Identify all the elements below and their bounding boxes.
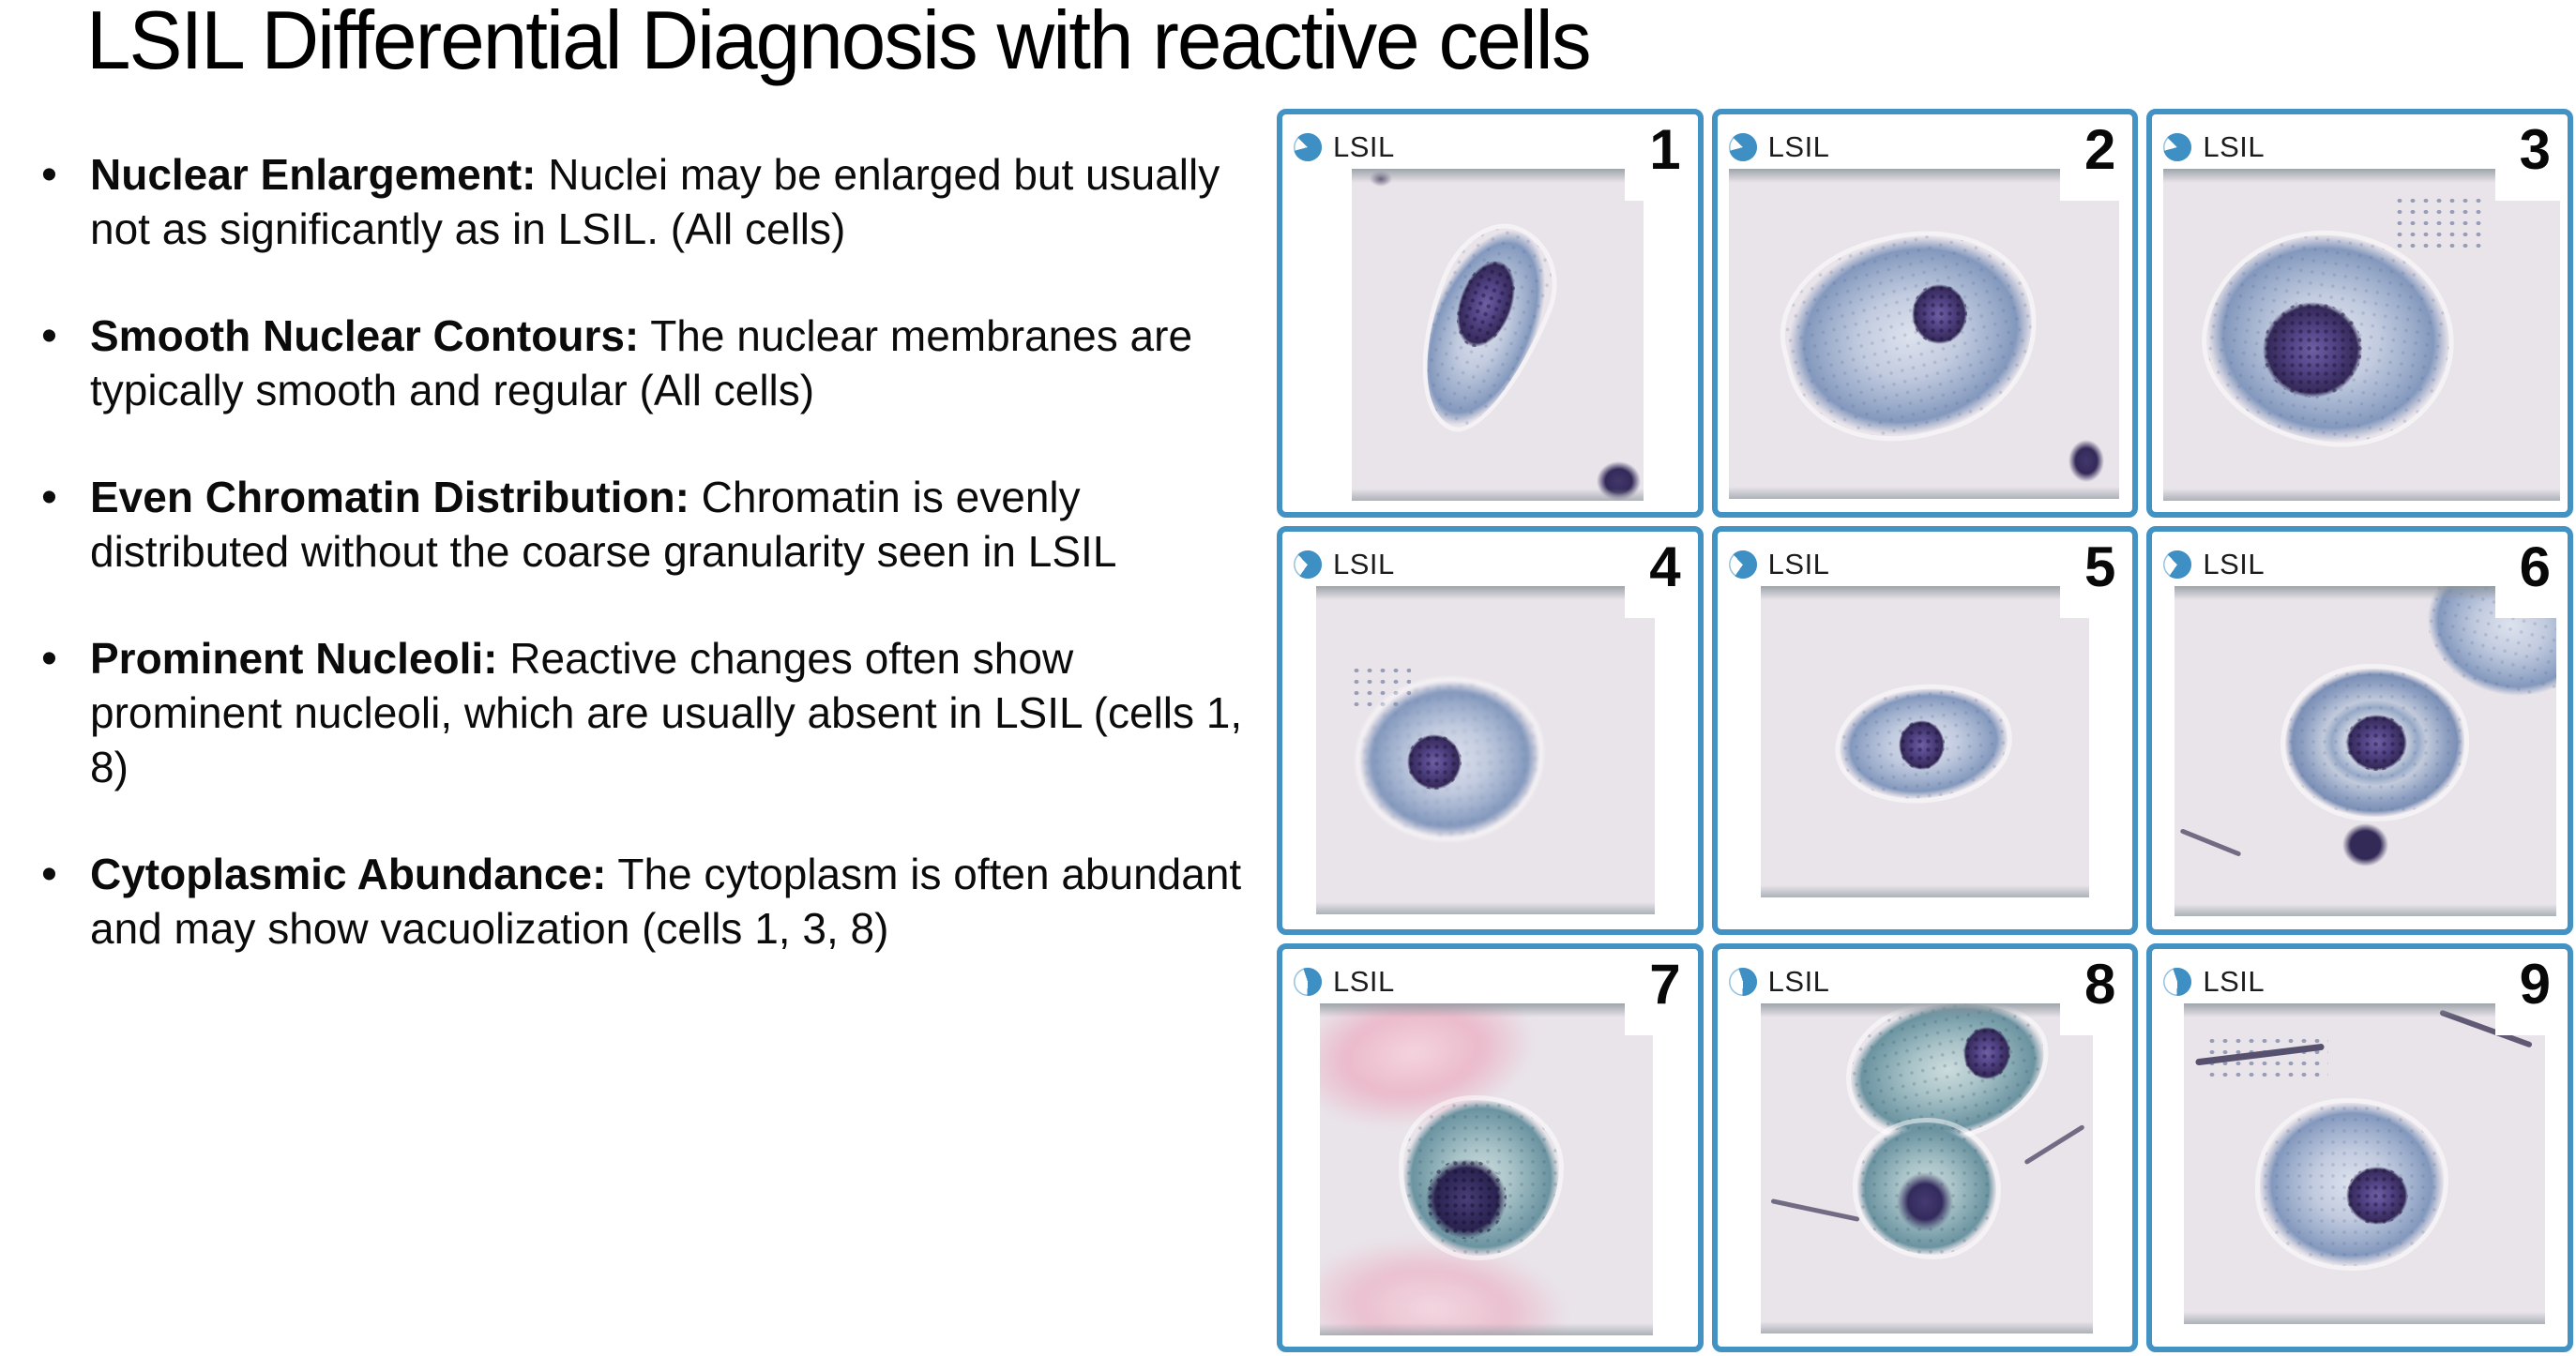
pie-chart-icon [2163,968,2192,996]
lsil-tile-8: LSIL 8 [1711,943,2139,1352]
micrograph-image [1320,1003,1653,1335]
lsil-tile-7: LSIL 7 [1277,943,1704,1352]
pie-chart-icon [2163,133,2192,161]
tile-number: 7 [1625,951,1690,1035]
pie-chart-icon [1728,133,1757,161]
tile-header: LSIL [1282,949,1698,1007]
micrograph-image [2174,586,2556,916]
pie-chart-icon [2163,550,2192,579]
tile-label: LSIL [2203,965,2265,998]
tile-label: LSIL [1333,548,1395,580]
lsil-tile-2: LSIL 2 [1711,109,2139,518]
tile-number: 3 [2494,116,2560,201]
tile-label: LSIL [2203,130,2265,163]
tile-number: 2 [2059,116,2126,201]
tile-header: LSIL [1282,114,1698,173]
debris-speck [1369,170,1393,188]
debris-blob [2068,439,2104,483]
bullet-nuclear-enlargement: Nuclear Enlargement: Nuclei may be enlar… [36,146,1246,257]
cell-nucleus [1963,1026,2010,1079]
lsil-tile-9: LSIL 9 [2146,943,2573,1352]
bullet-cytoplasmic-abundance: Cytoplasmic Abundance: The cytoplasm is … [36,846,1246,957]
tile-header: LSIL [1718,532,2133,590]
debris-strand [2023,1123,2086,1166]
micrograph-image [1760,586,2090,897]
lsil-tile-1: LSIL 1 [1277,109,1704,518]
micrograph-grid: LSIL 1 LSIL 2 [1277,109,2573,1352]
cell-nucleus [2262,301,2362,399]
cell-nucleus [2346,1167,2408,1225]
tile-header: LSIL [1282,532,1698,590]
micrograph-image [1316,586,1655,914]
tile-label: LSIL [1333,965,1395,998]
bullet-smooth-nuclear-contours: Smooth Nuclear Contours: The nuclear mem… [36,308,1246,418]
tile-label: LSIL [1767,965,1830,998]
bullet-even-chromatin-distribution: Even Chromatin Distribution: Chromatin i… [36,469,1246,580]
pie-chart-icon [1728,968,1757,996]
tile-number: 6 [2494,534,2560,618]
bullet-lead: Prominent Nucleoli: [90,633,498,683]
lsil-tile-5: LSIL 5 [1711,526,2139,935]
cell-cytoplasm [1766,211,2053,460]
pie-chart-icon [1728,550,1757,579]
tile-header: LSIL [1718,114,2133,173]
debris-blob [2342,823,2389,867]
pie-chart-icon [1294,968,1322,996]
tile-number: 9 [2494,951,2560,1035]
bullet-text: Chromatin is evenly distributed without … [90,472,1117,576]
bullet-text: The cytoplasm is often abundant and may … [90,849,1242,953]
bullet-text: The nuclear membranes are typically smoo… [90,310,1193,414]
tile-label: LSIL [1333,130,1395,163]
bullet-lead: Nuclear Enlargement: [90,150,537,199]
micrograph-image [1728,169,2120,499]
bullet-lead: Even Chromatin Distribution: [90,472,689,521]
debris-specks [2205,1035,2329,1081]
bullet-text: Reactive changes often show prominent nu… [90,633,1243,791]
debris-strand [2179,828,2242,857]
micrograph-image [2163,169,2560,501]
tile-number: 1 [1625,116,1690,201]
tile-header: LSIL [1718,949,2133,1007]
tile-header: LSIL [2152,532,2568,590]
bullet-text: Nuclei may be enlarged but usually not a… [90,150,1220,253]
tile-header: LSIL [2152,114,2568,173]
tile-label: LSIL [1767,548,1830,580]
tile-number: 8 [2059,951,2126,1035]
lsil-tile-6: LSIL 6 [2146,526,2573,935]
tile-number: 5 [2059,534,2126,618]
slide-title: LSIL Differential Diagnosis with reactiv… [86,0,1592,86]
debris-specks [2393,195,2489,256]
cell-nucleus [1407,733,1462,790]
cell-nucleus [1897,1171,1954,1231]
bullet-lead: Cytoplasmic Abundance: [90,849,607,898]
lsil-tile-4: LSIL 4 [1277,526,1704,935]
cell-nucleus [1426,1159,1507,1240]
bullet-list: Nuclear Enlargement: Nuclei may be enlar… [36,146,1246,1008]
cell-nucleus [2346,715,2408,772]
pie-chart-icon [1294,550,1322,579]
debris-strand [1770,1198,1860,1223]
bullet-lead: Smooth Nuclear Contours: [90,310,640,360]
lsil-tile-3: LSIL 3 [2146,109,2573,518]
tile-label: LSIL [1767,130,1830,163]
tile-number: 4 [1625,534,1690,618]
bullet-prominent-nucleoli: Prominent Nucleoli: Reactive changes oft… [36,630,1246,795]
tile-label: LSIL [2203,548,2265,580]
micrograph-image [1760,1003,2094,1333]
tile-header: LSIL [2152,949,2568,1007]
cell-nucleus [1912,284,1967,344]
debris-blob [1596,460,1641,501]
pie-chart-icon [1294,133,1322,161]
micrograph-image [1352,169,1644,501]
micrograph-image [2184,1003,2545,1324]
cell-nucleus [1898,719,1946,770]
